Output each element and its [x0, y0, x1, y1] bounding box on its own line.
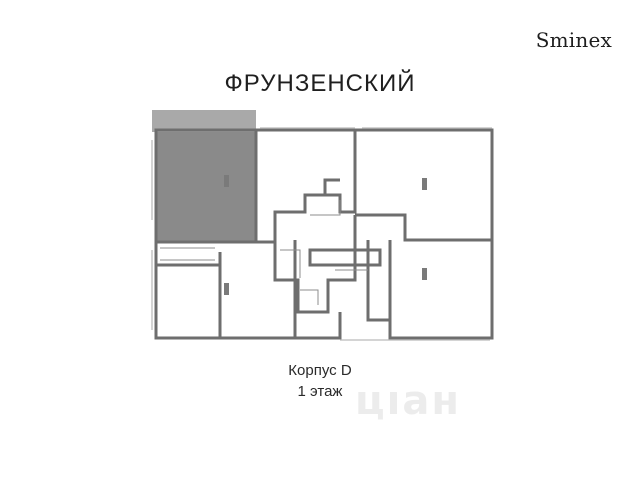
selected-unit[interactable] — [156, 130, 256, 242]
floor-plan — [151, 110, 494, 341]
building-label: Корпус D — [288, 362, 352, 379]
floor-label: 1 этаж — [297, 383, 343, 400]
walls — [154, 128, 494, 340]
brand-logo: Sminex — [535, 28, 612, 52]
unit-markers — [224, 175, 427, 295]
inner-lines — [160, 200, 368, 305]
page-title: ФРУНЗЕНСКИЙ — [224, 70, 416, 97]
watermark: цıан — [355, 378, 461, 424]
selected-unit-terrace — [152, 110, 256, 132]
